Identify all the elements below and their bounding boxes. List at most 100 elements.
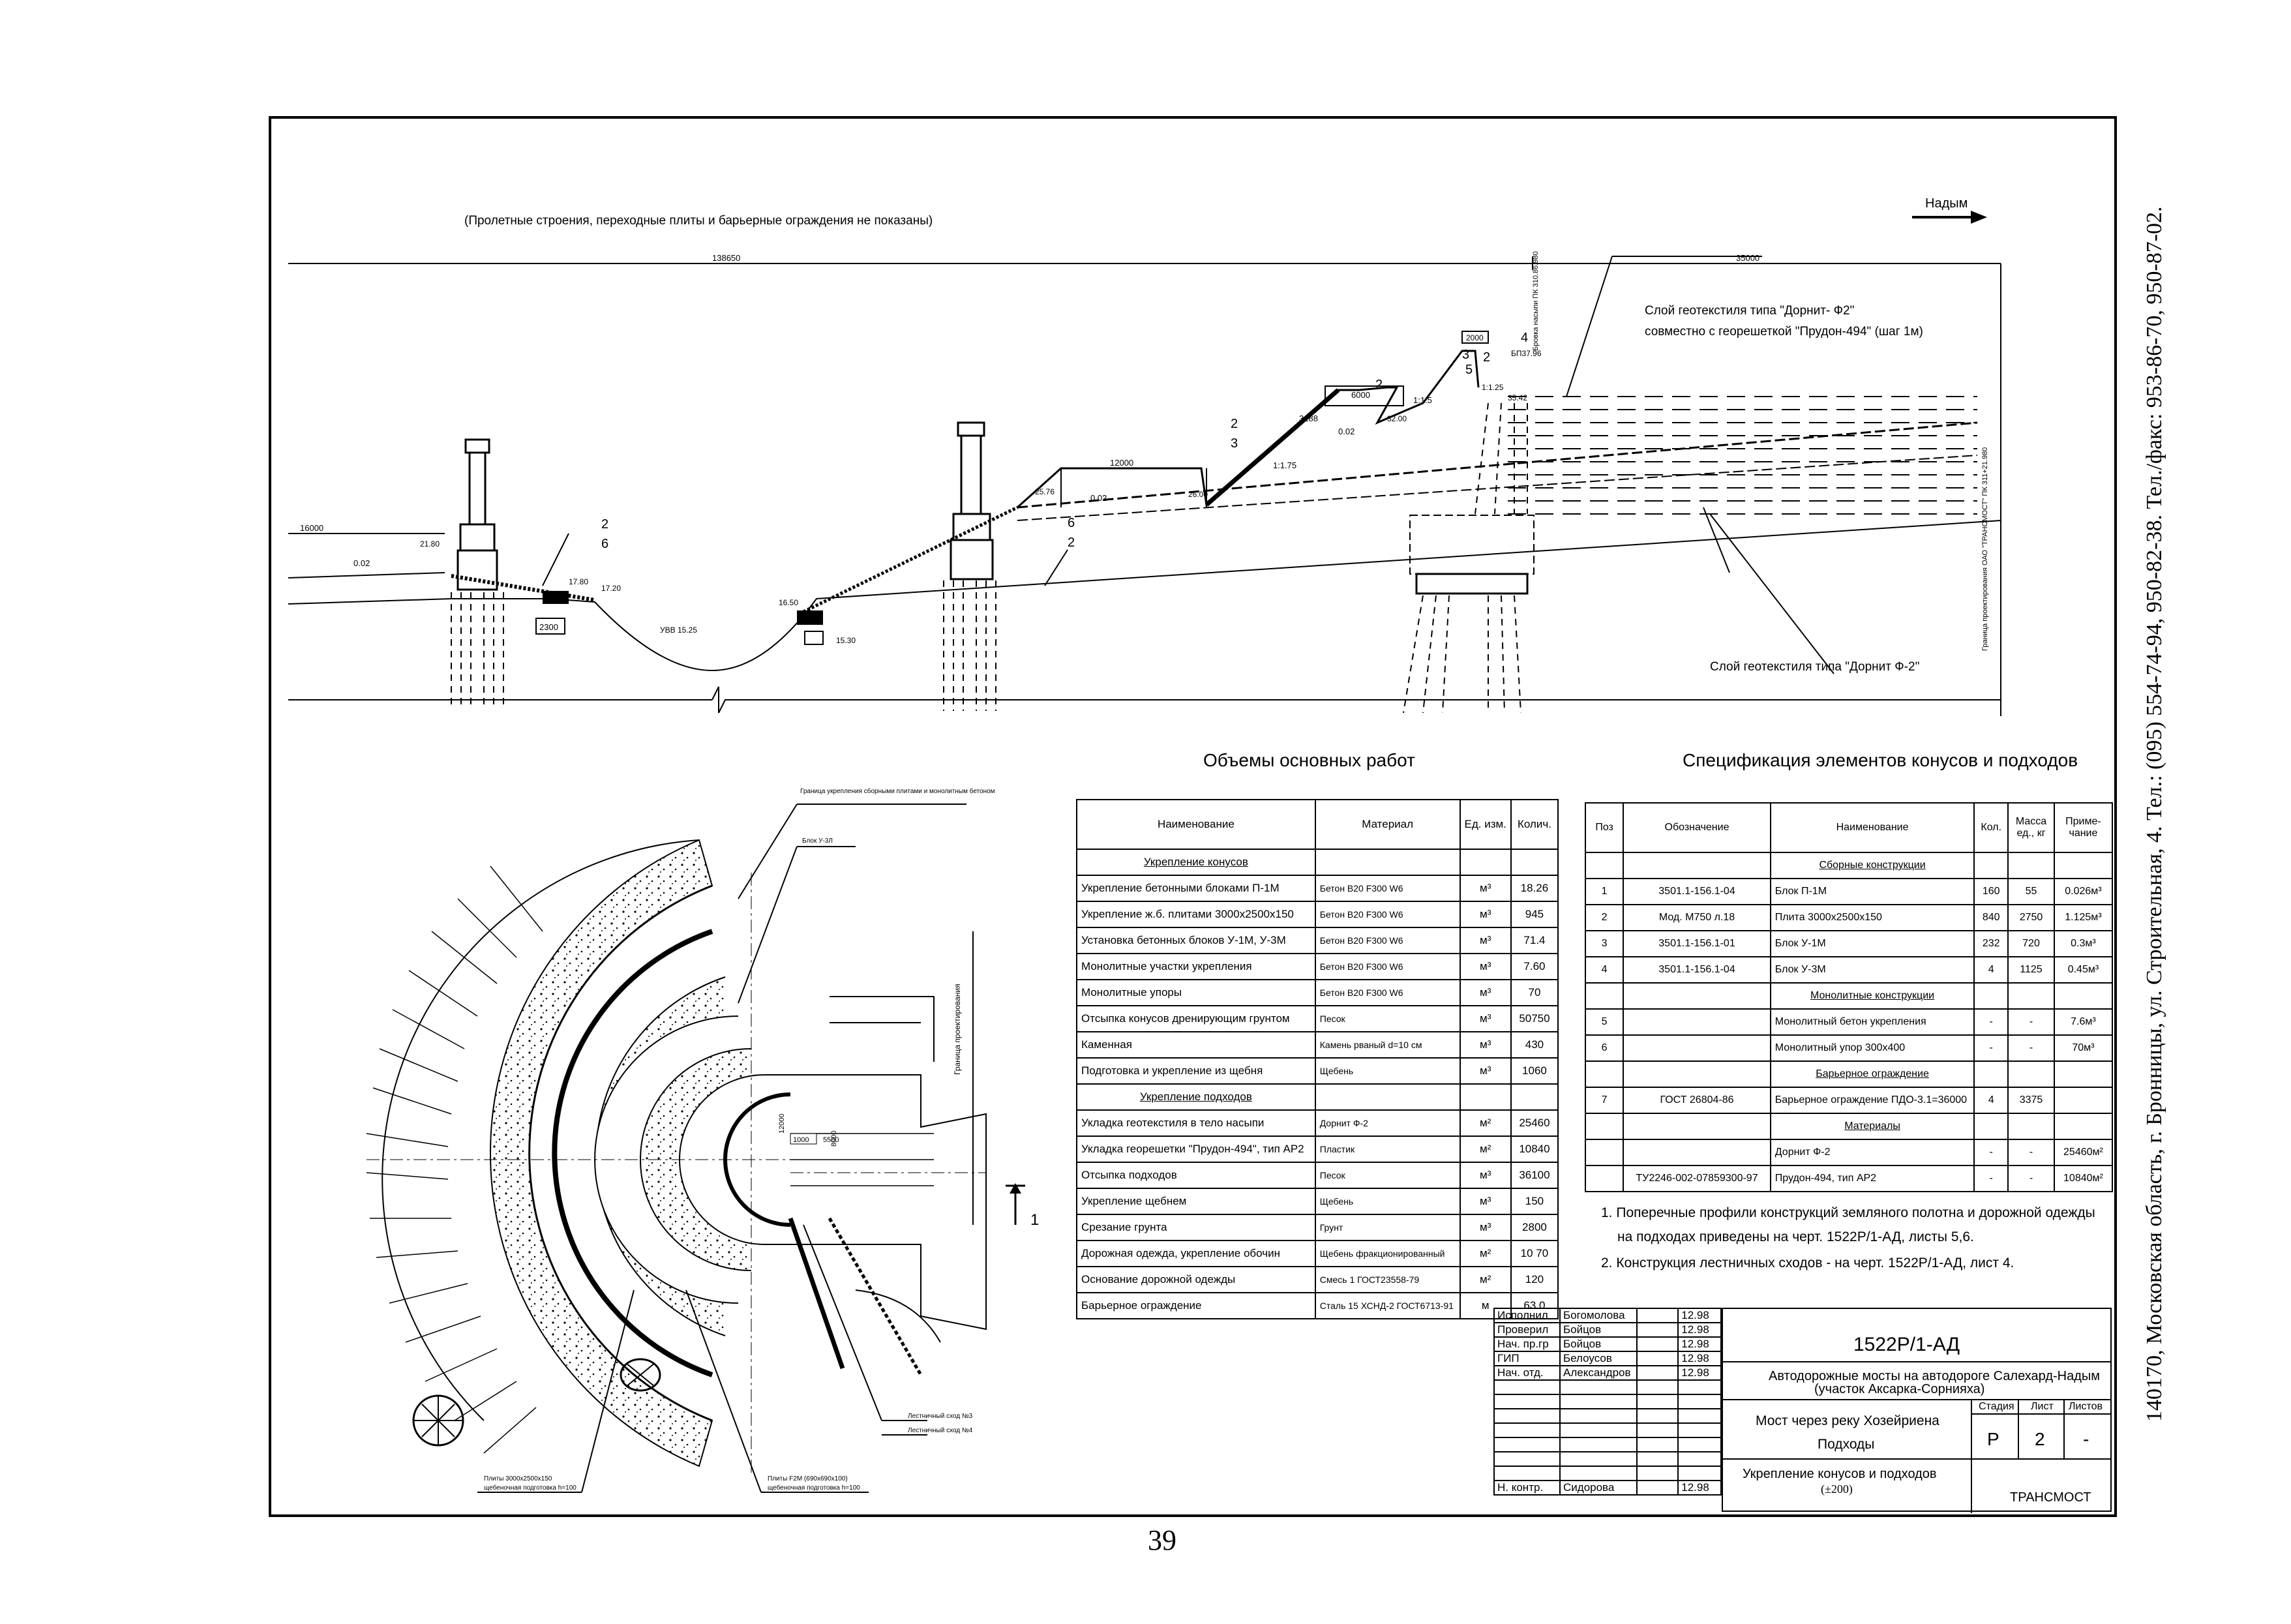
stamp-date: 12.98 bbox=[1677, 1336, 1722, 1352]
pier-1 bbox=[451, 438, 504, 710]
drawing-code: 1522Р/1-АД bbox=[1853, 1334, 1960, 1355]
spec-h-note: Приме-чание bbox=[2053, 802, 2114, 853]
stamp-person: Бойцов bbox=[1559, 1336, 1638, 1352]
spec-qty: 840 bbox=[1973, 904, 2009, 931]
geotextile-label-1: Слой геотекстиля типа "Дорнит- Ф2" bbox=[1645, 304, 1854, 318]
dim-5500: 5500 bbox=[823, 1136, 839, 1144]
stamp-person: Сидорова bbox=[1559, 1480, 1638, 1496]
spec-section-label: Сборные конструкции bbox=[1819, 860, 1926, 871]
spec-name: Дорнит Ф-2 bbox=[1769, 1139, 1975, 1166]
elev-bp37-96: БП37.96 bbox=[1511, 349, 1542, 358]
water-level: УВВ 15.25 bbox=[660, 625, 697, 635]
vol-name: Монолитные упоры bbox=[1076, 979, 1316, 1006]
vol-qty: 10840 bbox=[1510, 1135, 1559, 1163]
spec-note: 0.3м³ bbox=[2053, 930, 2114, 957]
vol-unit: м³ bbox=[1459, 1057, 1512, 1085]
vol-unit: м³ bbox=[1459, 953, 1512, 980]
stamp-person-row bbox=[1493, 1466, 1722, 1481]
spec-mass: 720 bbox=[2007, 930, 2055, 957]
spec-note: 0.45м³ bbox=[2053, 956, 2114, 984]
spec-note: 1.125м³ bbox=[2053, 904, 2114, 931]
svg-text:4: 4 bbox=[1521, 331, 1528, 345]
vol-material: Щебень bbox=[1314, 1188, 1461, 1215]
note-2: 2. Конструкция лестничных сходов - на че… bbox=[1601, 1256, 2014, 1271]
vol-unit: м² bbox=[1459, 1240, 1512, 1267]
dim-16000: 16000 bbox=[300, 523, 323, 533]
plan-view: Граница укрепления сборными плитами и мо… bbox=[366, 787, 1039, 1493]
vol-name: Каменная bbox=[1076, 1031, 1316, 1059]
spec-note: 7.6м³ bbox=[2053, 1008, 2114, 1036]
stamp-role: Нач. отд. bbox=[1493, 1365, 1561, 1381]
stamp-date: 12.98 bbox=[1677, 1351, 1722, 1366]
geotextile-label-2: совместно с георешеткой "Прудон-494" (ша… bbox=[1645, 325, 1923, 338]
stamp-role: ГИП bbox=[1493, 1351, 1561, 1366]
vol-h-unit: Ед. изм. bbox=[1459, 799, 1512, 850]
vol-h-name: Наименование bbox=[1076, 799, 1316, 850]
dim-138650: 138650 bbox=[712, 253, 740, 263]
vol-material: Песок bbox=[1314, 1162, 1461, 1189]
spec-h-code: Обозначение bbox=[1623, 802, 1771, 853]
spec-pos: 4 bbox=[1584, 956, 1625, 984]
vol-name: Барьерное ограждение bbox=[1076, 1292, 1316, 1319]
spec-name: Блок П-1М bbox=[1769, 878, 1975, 905]
vol-unit: м³ bbox=[1459, 1005, 1512, 1032]
object-name: Мост через реку Хозейриена bbox=[1756, 1413, 1939, 1428]
block-label: Блок У-3Л bbox=[802, 837, 833, 845]
top-note: (Пролетные строения, переходные плиты и … bbox=[464, 214, 933, 228]
svg-text:6: 6 bbox=[601, 537, 608, 551]
stamp-person-row bbox=[1493, 1422, 1722, 1438]
vol-unit: м³ bbox=[1459, 1031, 1512, 1059]
vol-name: Основание дорожной одежды bbox=[1076, 1266, 1316, 1293]
vol-material: Камень рваный d=10 см bbox=[1314, 1031, 1461, 1059]
spec-pos: 3 bbox=[1584, 930, 1625, 957]
spec-h-pos: Поз bbox=[1584, 802, 1625, 853]
vol-qty: 36100 bbox=[1510, 1162, 1559, 1189]
spec-note: 10840м² bbox=[2053, 1165, 2114, 1192]
volumes-section-label: Укрепление подходов bbox=[1139, 1090, 1252, 1103]
spec-note: 70м³ bbox=[2053, 1034, 2114, 1062]
plates2-sub-label: щебеночная подготовка h=100 bbox=[768, 1484, 860, 1492]
vol-material: Пластик bbox=[1314, 1135, 1461, 1163]
vol-h-mat: Материал bbox=[1314, 799, 1461, 850]
vol-material: Бетон В20 F300 W6 bbox=[1314, 953, 1461, 980]
elev-17-80: 17.80 bbox=[569, 577, 588, 586]
spec-mass: - bbox=[2007, 1008, 2055, 1036]
vol-unit: м² bbox=[1459, 1135, 1512, 1163]
stamp-person-row bbox=[1493, 1451, 1722, 1467]
slope-1-1-5: 1:1.5 bbox=[1413, 395, 1432, 405]
dim-12000: 12000 bbox=[1110, 458, 1133, 468]
vol-material: Щебень bbox=[1314, 1057, 1461, 1085]
vol-qty: 945 bbox=[1510, 901, 1559, 928]
spec-name: Барьерное ограждение ПДО-3.1=36000 bbox=[1769, 1087, 1975, 1114]
vol-qty: 10 70 bbox=[1510, 1240, 1559, 1267]
volumes-title: Объемы основных работ bbox=[1203, 750, 1415, 770]
vol-qty: 2800 bbox=[1510, 1214, 1559, 1241]
elev-21-80: 21.80 bbox=[420, 539, 440, 549]
spec-qty: - bbox=[1973, 1008, 2009, 1036]
stamp-person-row bbox=[1493, 1408, 1722, 1424]
spec-pos: 2 bbox=[1584, 904, 1625, 931]
spec-h-name: Наименование bbox=[1769, 802, 1975, 853]
project-name: Автодорожные мосты на автодороге Салехар… bbox=[1769, 1369, 2101, 1383]
spec-mass: 2750 bbox=[2007, 904, 2055, 931]
vol-unit: м³ bbox=[1459, 875, 1512, 902]
vol-material: Песок bbox=[1314, 1005, 1461, 1032]
ground-line bbox=[288, 520, 2001, 672]
spec-row: Дорнит Ф-2--25460м² bbox=[1584, 1139, 2114, 1166]
spec-qty: 160 bbox=[1973, 878, 2009, 905]
spec-row: Сборные конструкции bbox=[1584, 852, 2114, 879]
vol-name: Укрепление ж.б. плитами 3000х2500х150 bbox=[1076, 901, 1316, 928]
vol-qty: 7.60 bbox=[1510, 953, 1559, 980]
vol-material: Бетон В20 F300 W6 bbox=[1314, 927, 1461, 954]
dim-8000-plan: 8000 bbox=[830, 1131, 838, 1147]
vol-name: Укрепление бетонными блоками П-1М bbox=[1076, 875, 1316, 902]
spec-pos bbox=[1584, 1165, 1625, 1192]
spec-code: ТУ2246-002-07859300-97 bbox=[1623, 1165, 1771, 1192]
